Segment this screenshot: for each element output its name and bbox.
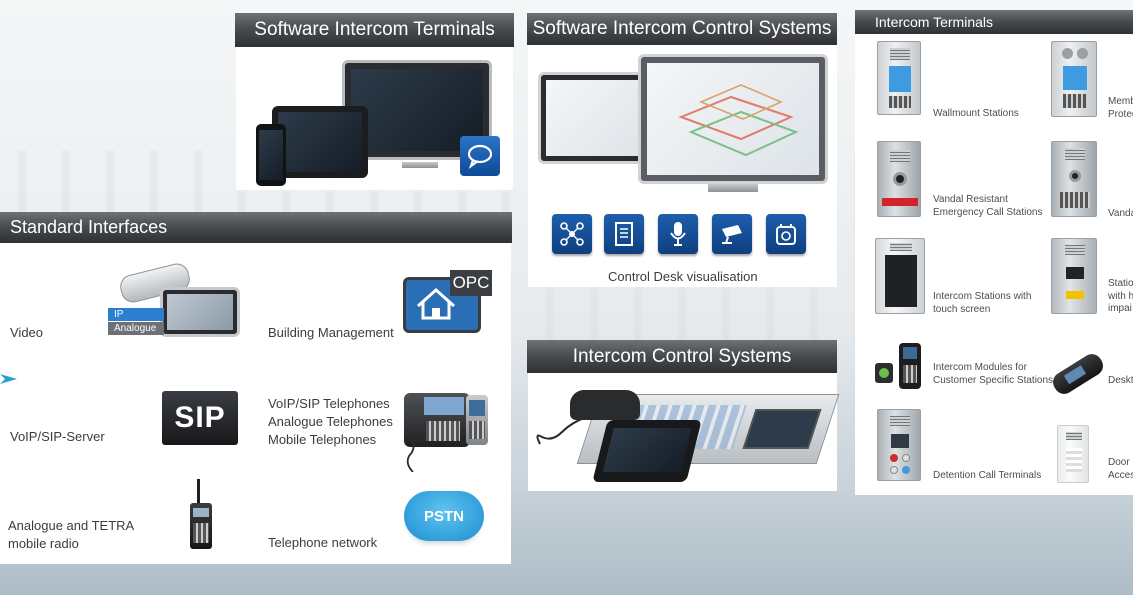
door-access-image — [1057, 425, 1089, 483]
voip-server-label: VoIP/SIP-Server — [10, 429, 105, 444]
door-label: Door S Acces — [1108, 457, 1133, 481]
vandal2-label: Vanda — [1108, 208, 1133, 219]
software-control-panel: Control Desk visualisation — [528, 44, 837, 287]
chat-bubble-icon — [460, 136, 500, 176]
control-monitor-left-image — [538, 72, 656, 164]
smartphone-image — [256, 124, 286, 186]
standard-interfaces-panel: Video IP Analogue Building Management OP… — [0, 243, 511, 564]
telephone-network-label: Telephone network — [268, 535, 378, 550]
phones-label: VoIP/SIP Telephones Analogue Telephones … — [268, 396, 393, 447]
touch-screen-label: Intercom Stations with touch screen — [933, 291, 1032, 315]
touch-screen-station-image — [875, 238, 925, 314]
standard-interfaces-header: Standard Interfaces — [0, 212, 512, 243]
membrane-station-image — [1051, 41, 1097, 117]
intercom-control-panel — [528, 372, 840, 491]
video-monitor-image — [160, 287, 240, 337]
vandal-station-image — [1051, 141, 1097, 217]
control-monitor-right-image — [638, 54, 828, 184]
microphone-icon — [658, 214, 698, 254]
radio-antenna-image — [197, 479, 200, 505]
document-icon — [604, 214, 644, 254]
telephone-handset-image — [570, 390, 640, 420]
video-badge-analogue: Analogue — [108, 322, 164, 335]
opc-badge: OPC — [450, 270, 492, 296]
impaired-station-image — [1051, 238, 1097, 314]
vandal-emergency-label: Vandal Resistant Emergency Call Stations — [933, 194, 1043, 218]
building-management-label: Building Management — [268, 325, 394, 340]
sip-logo: SIP — [162, 391, 238, 445]
wallmount-station-image — [877, 41, 921, 115]
intercom-control-header: Intercom Control Systems — [527, 340, 837, 373]
video-label: Video — [10, 325, 44, 340]
impaired-label: Statio with h impai — [1108, 278, 1133, 314]
software-control-header: Software Intercom Control Systems — [527, 13, 837, 45]
arrow-icon — [0, 374, 17, 384]
control-desk-caption: Control Desk visualisation — [608, 269, 758, 284]
network-icon — [552, 214, 592, 254]
wallmount-label: Wallmount Stations — [933, 108, 1019, 119]
desk-phone-image — [404, 393, 470, 447]
membrane-label: Memb Protec — [1108, 96, 1133, 120]
software-terminals-panel — [236, 46, 513, 190]
intercom-terminals-header: Intercom Terminals — [855, 10, 1133, 34]
detention-label: Detention Call Terminals — [933, 470, 1042, 481]
tetra-radio-image — [190, 503, 212, 549]
mobile-phone-image — [466, 395, 488, 445]
vandal-emergency-station-image — [877, 141, 921, 217]
radio-label: Analogue and TETRA mobile radio — [8, 518, 135, 551]
desktop-label: Deskt — [1108, 375, 1133, 386]
touch-terminal-image — [592, 420, 702, 482]
camera-icon — [712, 214, 752, 254]
intercom-terminals-panel: Wallmount Stations Memb Protec Vandal Re… — [855, 33, 1133, 495]
software-terminals-header: Software Intercom Terminals — [235, 13, 514, 47]
alarm-clock-icon — [766, 214, 806, 254]
video-badge-ip: IP — [108, 308, 164, 321]
desktop-handset-image — [1049, 350, 1107, 398]
pstn-cloud: PSTN — [404, 491, 484, 541]
modules-label: Intercom Modules for Customer Specific S… — [933, 362, 1054, 386]
intercom-module-image — [875, 343, 929, 389]
tablet-image — [272, 106, 368, 178]
detention-terminal-image — [877, 409, 921, 481]
